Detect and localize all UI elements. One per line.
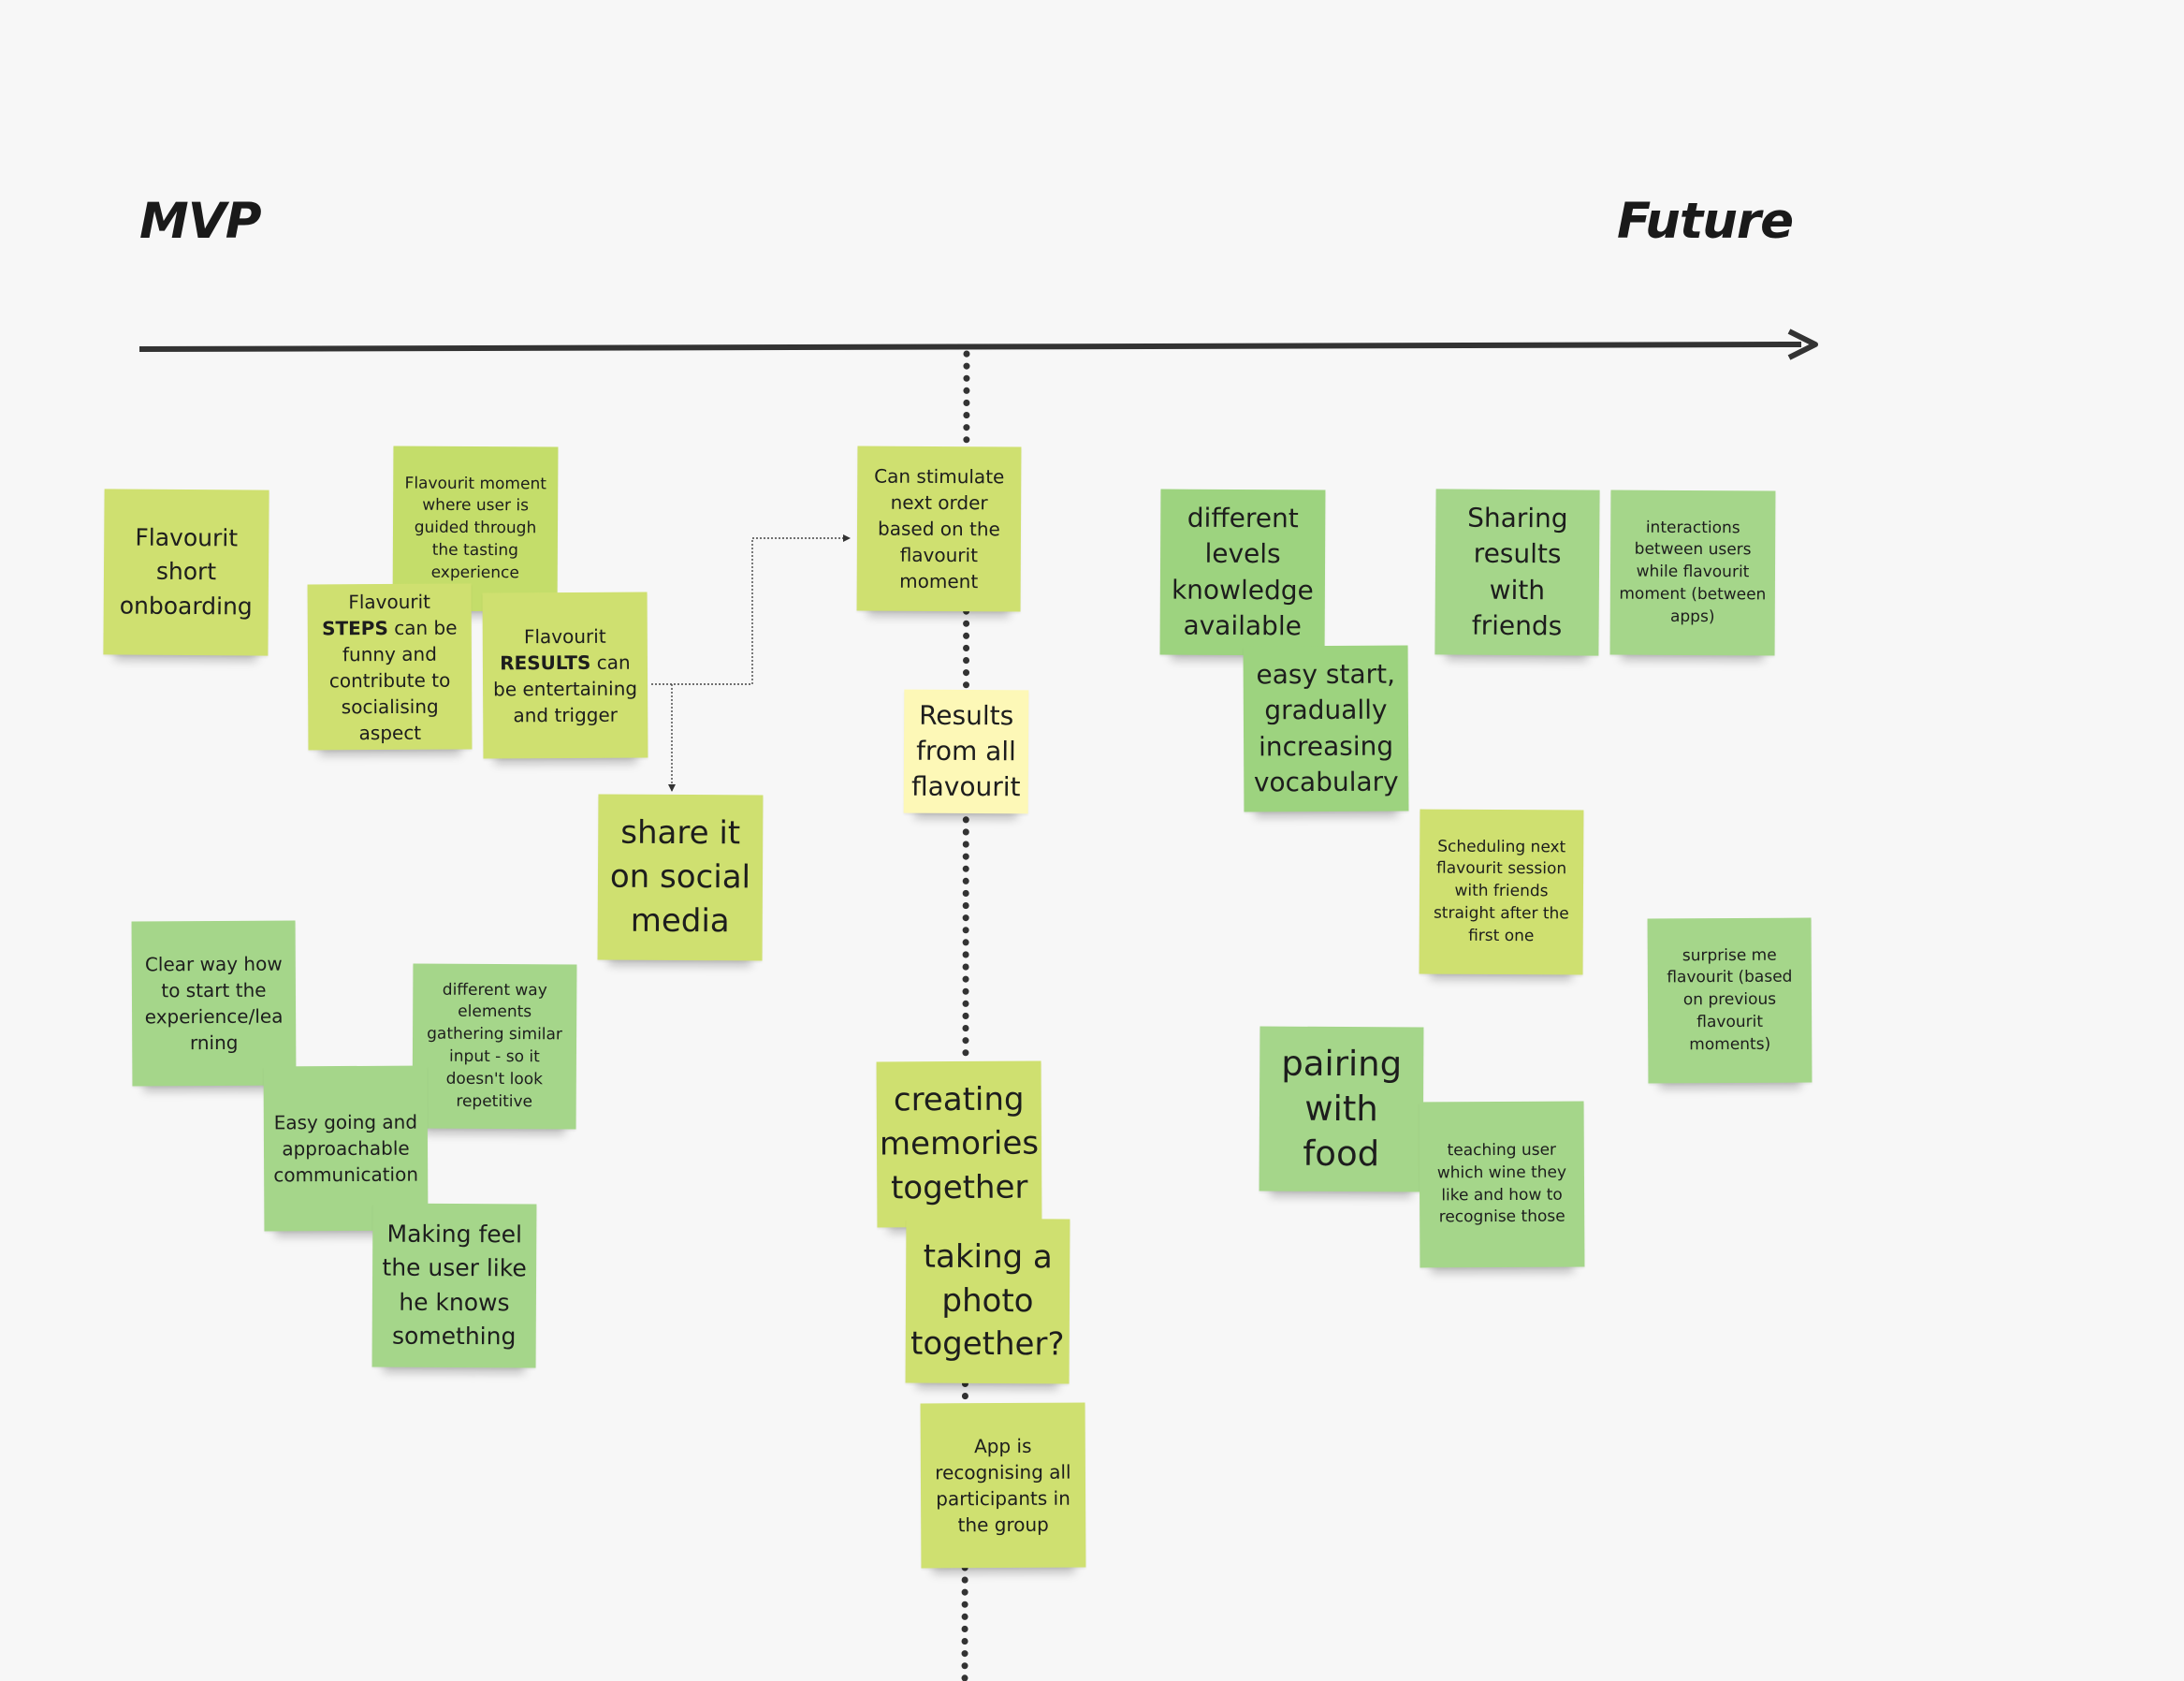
note-text: Easy going and approachable communicatio…	[273, 1110, 419, 1187]
note-text: different levels knowledge available	[1171, 503, 1314, 641]
note-text: Sharing results with friends	[1467, 502, 1568, 641]
note-text: surprise me flavourit (based on previous…	[1667, 945, 1793, 1054]
note-text: Making feel the user like he knows somet…	[382, 1220, 527, 1351]
sticky-note-easy-start[interactable]: easy start, gradually increasing vocabul…	[1243, 645, 1409, 812]
connector-results-to-stimulate	[651, 534, 851, 685]
note-text: different way elements gathering similar…	[427, 980, 563, 1111]
sticky-note-share-social-media[interactable]: share it on social media	[597, 794, 764, 961]
note-text: Can stimulate next order based on the fl…	[874, 464, 1005, 593]
sticky-note-pairing-food[interactable]: pairing with food	[1259, 1026, 1424, 1192]
sticky-note-making-feel[interactable]: Making feel the user like he knows somet…	[371, 1203, 537, 1368]
sticky-note-surprise-me[interactable]: surprise me flavourit (based on previous…	[1647, 917, 1813, 1084]
sticky-note-different-way-elements[interactable]: different way elements gathering similar…	[412, 963, 577, 1130]
sticky-note-flavourit-steps[interactable]: Flavourit STEPS can be funny and contrib…	[307, 583, 473, 751]
note-text: share it on social media	[609, 813, 751, 941]
sticky-note-different-levels[interactable]: different levels knowledge available	[1159, 489, 1326, 656]
note-text: Flavourit STEPS can be funny and contrib…	[321, 590, 458, 744]
sticky-note-clear-way-start[interactable]: Clear way how to start the experience/le…	[131, 920, 297, 1087]
note-text: taking a photo together?	[910, 1237, 1065, 1364]
sticky-note-flavourit-short-onboarding[interactable]: Flavourit short onboarding	[103, 489, 269, 656]
note-text: interactions between users while flavour…	[1619, 518, 1767, 626]
note-text: Results from all flavourit	[910, 699, 1021, 803]
sticky-note-flavourit-results[interactable]: Flavourit RESULTS can be entertaining an…	[482, 592, 648, 759]
sticky-note-taking-photo[interactable]: taking a photo together?	[905, 1218, 1070, 1384]
future-heading: Future	[1617, 193, 1794, 250]
note-text: App is recognising all participants in t…	[935, 1434, 1071, 1537]
sticky-note-teaching-user[interactable]: teaching user which wine they like and h…	[1419, 1101, 1585, 1268]
sticky-note-creating-memories[interactable]: creating memories together	[876, 1060, 1042, 1228]
sticky-note-interactions-between-users[interactable]: interactions between users while flavour…	[1609, 490, 1776, 656]
sticky-note-app-recognising[interactable]: App is recognising all participants in t…	[920, 1402, 1086, 1569]
note-text: pairing with food	[1281, 1043, 1403, 1175]
sticky-note-scheduling-next[interactable]: Scheduling next flavourit session with f…	[1419, 809, 1584, 975]
note-text: Flavourit moment where user is guided th…	[404, 474, 546, 582]
timeline-arrowhead	[1787, 329, 1818, 360]
note-text: Scheduling next flavourit session with f…	[1433, 837, 1569, 945]
note-text: Clear way how to start the experience/le…	[144, 952, 284, 1055]
note-text: easy start, gradually increasing vocabul…	[1253, 658, 1399, 797]
note-text: Flavourit short onboarding	[119, 523, 253, 621]
timeline-axis	[138, 342, 1802, 352]
sticky-note-stimulate-next-order[interactable]: Can stimulate next order based on the fl…	[856, 446, 1022, 612]
sticky-note-sharing-results[interactable]: Sharing results with friends	[1434, 489, 1600, 656]
note-text: creating memories together	[879, 1080, 1040, 1207]
note-text: teaching user which wine they like and h…	[1436, 1140, 1567, 1227]
mvp-heading: MVP	[139, 193, 262, 250]
sticky-note-results-from-all[interactable]: Results from all flavourit	[903, 689, 1029, 814]
note-text: Flavourit RESULTS can be entertaining an…	[493, 624, 638, 726]
